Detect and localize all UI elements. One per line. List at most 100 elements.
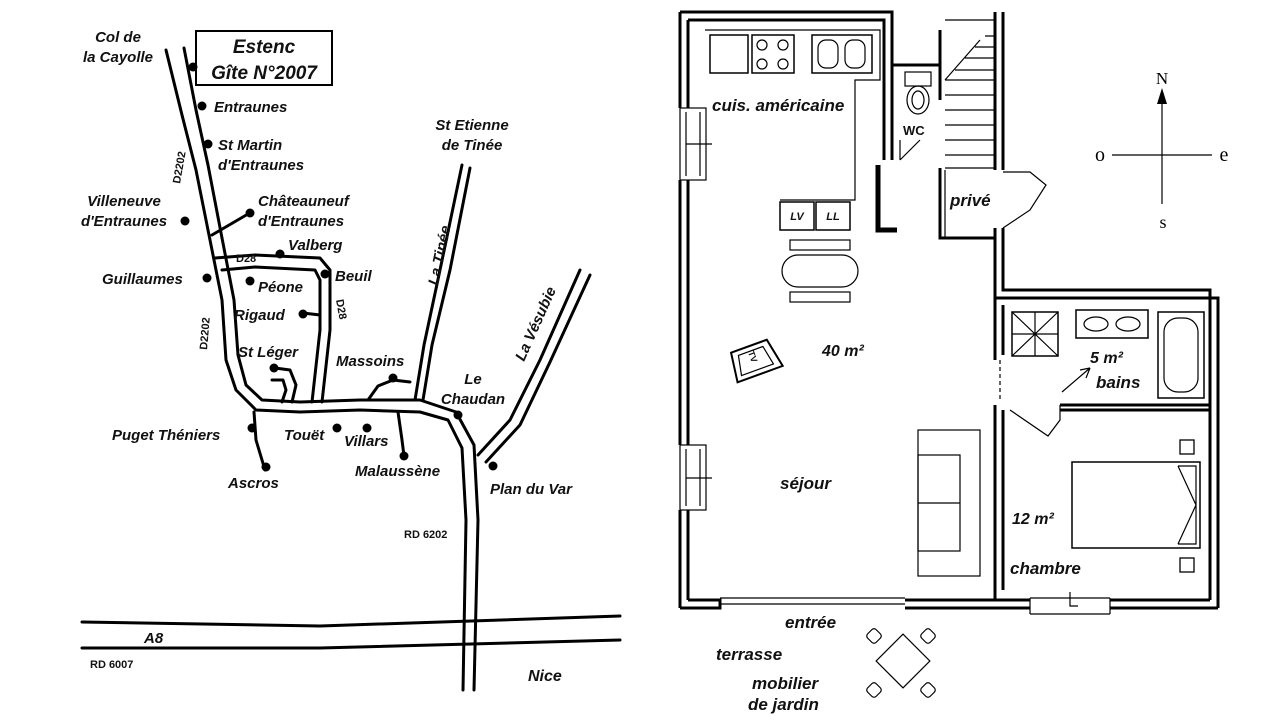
label-terrasse: terrasse	[716, 645, 782, 664]
label-nice: Nice	[528, 668, 562, 685]
dot-guillaumes	[202, 273, 212, 283]
label-le-chaudan-1: Le	[464, 371, 482, 388]
label-villars: Villars	[344, 433, 388, 450]
label-prive: privé	[949, 191, 991, 210]
dot-massoins	[388, 373, 398, 383]
dot-rigaud	[298, 309, 308, 319]
label-st-etienne-2: de Tinée	[442, 137, 503, 154]
label-touet: Touët	[284, 427, 325, 444]
label-chateauneuf-2: d'Entraunes	[258, 213, 344, 230]
label-la-tinee: La Tinée	[425, 224, 454, 287]
dot-le-chaudan	[453, 410, 463, 420]
dot-villeneuve	[180, 216, 190, 226]
road-ascros	[252, 410, 267, 472]
room-labels: cuis. américaine WC privé 40 m² séjour 5…	[712, 96, 1140, 714]
label-area-chambre: 12 m²	[1012, 511, 1054, 528]
label-tv: TV	[746, 349, 759, 363]
label-ll: LL	[826, 211, 840, 223]
label-area-sejour: 40 m²	[821, 343, 864, 360]
sofa	[917, 429, 981, 577]
garden-furniture	[866, 628, 936, 698]
label-valberg: Valberg	[288, 237, 342, 254]
label-massoins: Massoins	[336, 353, 404, 370]
label-bains: bains	[1096, 373, 1140, 392]
staircase	[944, 19, 1047, 238]
dot-valberg	[275, 249, 285, 259]
label-peone: Péone	[258, 279, 303, 296]
label-entree: entrée	[785, 613, 836, 632]
bath-basins	[1075, 309, 1149, 339]
label-villeneuve-2: d'Entraunes	[81, 213, 167, 230]
label-beuil: Beuil	[335, 268, 373, 285]
kitchen-oven	[709, 34, 749, 74]
road-malaussene	[396, 410, 406, 458]
label-wc: WC	[903, 123, 925, 138]
label-chateauneuf-1: Châteauneuf	[258, 193, 351, 210]
label-col-cayolle-2: la Cayolle	[83, 49, 153, 66]
bathroom	[1011, 309, 1205, 399]
label-entraunes: Entraunes	[214, 99, 287, 116]
label-ascros: Ascros	[227, 475, 279, 492]
dot-st-leger	[269, 363, 279, 373]
wc-fixture	[904, 71, 932, 115]
label-d28-right: D28	[333, 298, 348, 320]
road-map: Estenc Gîte N°2007	[80, 29, 622, 692]
gite-title-box	[195, 30, 333, 86]
road-d28	[210, 212, 332, 404]
label-malaussene: Malaussène	[355, 463, 440, 480]
label-d2202-top: D2202	[171, 151, 188, 185]
label-col-cayolle-1: Col de	[95, 29, 141, 46]
bathtub	[1157, 311, 1205, 399]
dot-puget	[247, 423, 257, 433]
label-st-leger: St Léger	[238, 344, 299, 361]
road-a8	[80, 614, 622, 650]
label-st-martin-1: St Martin	[218, 137, 282, 154]
compass: N s o e	[1095, 69, 1229, 232]
label-lv: LV	[790, 211, 805, 223]
dot-beuil	[320, 269, 330, 279]
appliance-lv	[779, 201, 815, 231]
label-a8: A8	[143, 630, 164, 647]
label-area-bains: 5 m²	[1090, 350, 1124, 367]
label-la-vesubie: La Vésubie	[512, 284, 560, 363]
label-st-etienne-1: St Etienne	[435, 117, 508, 134]
label-chambre: chambre	[1010, 559, 1081, 578]
dot-ascros	[261, 462, 271, 472]
label-rigaud: Rigaud	[234, 307, 286, 324]
gite-title-line1: Estenc	[233, 37, 296, 58]
dot-touet	[332, 423, 342, 433]
label-st-martin-2: d'Entraunes	[218, 157, 304, 174]
dot-malaussene	[399, 451, 409, 461]
appliance-ll	[815, 201, 851, 231]
place-labels: Col de la Cayolle Entraunes St Martin d'…	[81, 29, 573, 685]
dining-table	[781, 239, 859, 303]
nightstand-bottom	[1179, 557, 1195, 573]
compass-s: s	[1159, 212, 1166, 232]
town-dots	[180, 62, 498, 472]
tv-unit: TV	[729, 338, 785, 384]
road-la-vesubie	[476, 268, 592, 464]
label-rd6007: RD 6007	[90, 659, 133, 671]
label-rd6202: RD 6202	[404, 529, 447, 541]
floor-plan: LV LL TV	[678, 10, 1229, 714]
label-plan-du-var: Plan du Var	[490, 481, 573, 498]
kitchen-hob	[751, 34, 795, 74]
kitchen: LV LL	[705, 29, 881, 231]
road-d2202	[164, 46, 480, 692]
bedroom	[1071, 439, 1201, 573]
label-puget-theniers: Puget Théniers	[112, 427, 220, 444]
label-mobilier-2: de jardin	[748, 695, 819, 714]
label-mobilier-1: mobilier	[752, 674, 820, 693]
dot-peone	[245, 276, 255, 286]
compass-e: e	[1220, 144, 1229, 166]
dot-entraunes	[197, 101, 207, 111]
dot-st-martin	[203, 139, 213, 149]
label-le-chaudan-2: Chaudan	[441, 391, 505, 408]
label-d28-left: D28	[236, 253, 256, 265]
compass-n: N	[1156, 69, 1168, 88]
compass-o: o	[1095, 144, 1105, 166]
nightstand-top	[1179, 439, 1195, 455]
road-la-tinee	[366, 163, 472, 402]
label-cuisine: cuis. américaine	[712, 96, 844, 115]
